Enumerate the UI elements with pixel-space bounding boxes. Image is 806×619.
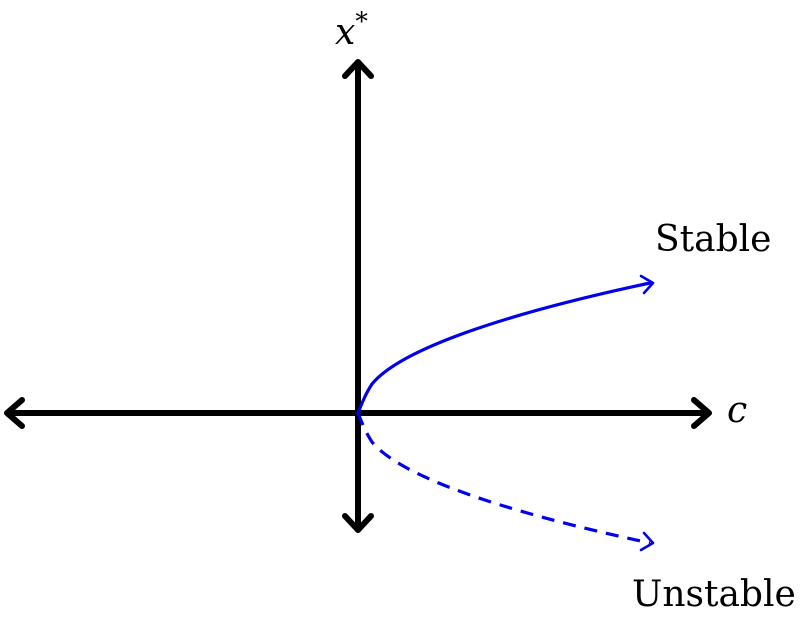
y-axis-label: x* — [335, 7, 368, 53]
x-axis-right-arrowhead — [691, 397, 712, 429]
unstable-branch-curve — [356, 412, 651, 545]
unstable-branch-arrowhead — [639, 531, 655, 552]
stable-branch-arrowhead — [639, 274, 655, 295]
stable-branch-label: Stable — [655, 219, 771, 260]
y-axis-bottom-arrowhead — [342, 513, 374, 533]
y-axis-label-superscript: * — [355, 7, 368, 36]
stable-branch-curve — [356, 281, 652, 415]
x-axis-left-arrowhead — [4, 397, 25, 429]
x-axis-label: c — [727, 390, 747, 431]
unstable-branch-label: Unstable — [632, 574, 796, 615]
y-axis-top-arrowhead — [342, 59, 374, 79]
